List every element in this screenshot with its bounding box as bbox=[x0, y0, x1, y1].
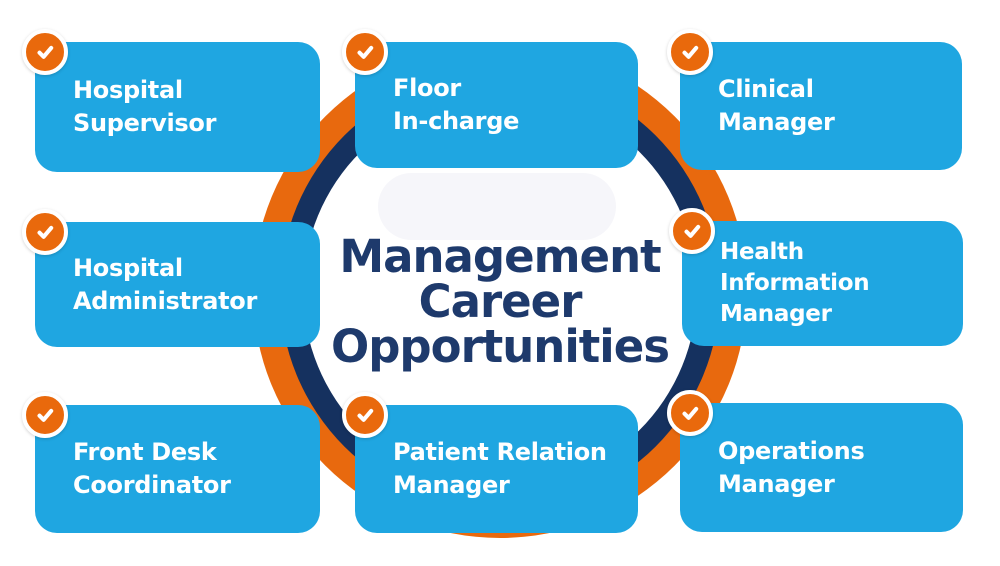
card-label: Patient Relation Manager bbox=[393, 438, 607, 499]
diagram-title: Management Career Opportunities bbox=[290, 234, 710, 369]
card-label: Floor In-charge bbox=[393, 74, 520, 135]
checkmark-icon bbox=[682, 45, 699, 59]
card-operations-manager: Operations Manager bbox=[667, 390, 963, 532]
card-hospital-supervisor: Hospital Supervisor bbox=[22, 29, 320, 172]
card-label: Hospital Administrator bbox=[73, 253, 257, 315]
check-badge bbox=[667, 390, 713, 436]
title-line-2: Career bbox=[418, 275, 583, 328]
checkmark-icon bbox=[684, 224, 701, 238]
check-badge bbox=[22, 29, 68, 75]
card-floor-in-charge: Floor In-charge bbox=[342, 29, 638, 168]
card-label: Front Desk Coordinator bbox=[73, 438, 231, 499]
card-clinical-manager: Clinical Manager bbox=[667, 29, 962, 170]
card-label: Hospital Supervisor bbox=[73, 76, 217, 137]
card-label: Clinical Manager bbox=[718, 75, 835, 136]
checkmark-icon bbox=[357, 408, 374, 422]
checkmark-icon bbox=[37, 225, 54, 239]
checkmark-icon bbox=[37, 408, 54, 422]
checkmark-icon bbox=[357, 45, 374, 59]
card-front-desk-coordinator: Front Desk Coordinator bbox=[22, 392, 320, 533]
card-label: Health Information Manager bbox=[720, 239, 870, 327]
check-badge bbox=[667, 29, 713, 75]
card-hospital-administrator: Hospital Administrator bbox=[22, 209, 320, 347]
checkmark-icon bbox=[37, 45, 54, 59]
title-line-3: Opportunities bbox=[330, 320, 670, 373]
check-badge bbox=[342, 29, 388, 75]
check-badge bbox=[22, 392, 68, 438]
check-badge bbox=[342, 392, 388, 438]
title-line-1: Management bbox=[339, 230, 661, 283]
checkmark-icon bbox=[682, 406, 699, 420]
erased-watermark-blob bbox=[378, 173, 616, 240]
card-label: Operations Manager bbox=[718, 436, 865, 498]
check-badge bbox=[669, 208, 715, 254]
check-badge bbox=[22, 209, 68, 255]
card-patient-relation-manager: Patient Relation Manager bbox=[342, 392, 638, 533]
card-health-information-manager: Health Information Manager bbox=[669, 208, 963, 346]
